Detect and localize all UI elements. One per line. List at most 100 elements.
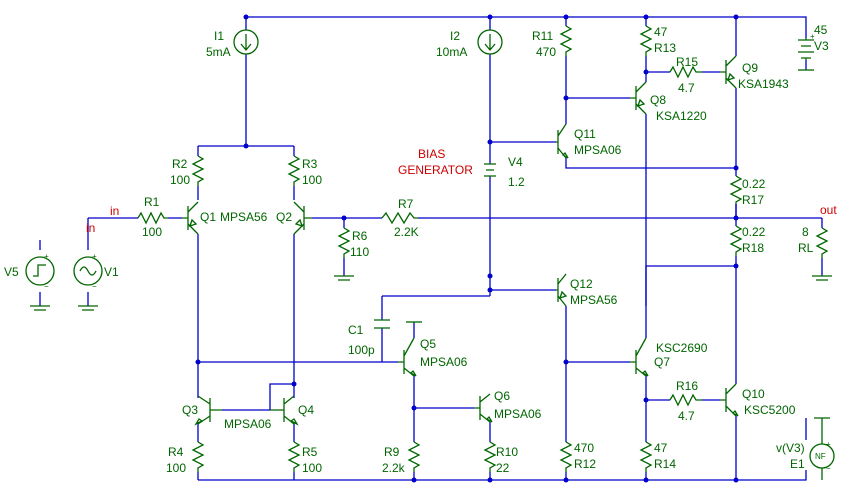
label-v3-name: V3 <box>814 39 829 53</box>
label-q3-name: Q3 <box>182 403 198 417</box>
transistor-q7 <box>630 337 649 377</box>
label-q7-model: KSC2690 <box>656 341 708 355</box>
label-r6-value: 110 <box>350 245 369 259</box>
label-r17-value: 0.22 <box>742 177 766 191</box>
label-e1-expression: v(V3) <box>776 441 805 455</box>
svg-text:−: − <box>44 282 49 291</box>
label-q11-model: MPSA06 <box>574 143 622 157</box>
label-in-top: in <box>110 204 119 218</box>
label-r18-value: 0.22 <box>742 225 766 239</box>
label-r3-name: R3 <box>302 157 318 171</box>
resistor-r1 <box>137 211 168 225</box>
label-r16-name: R16 <box>676 379 698 393</box>
label-q11-name: Q11 <box>574 127 596 141</box>
resistor-r4 <box>191 441 205 472</box>
label-q4-name: Q4 <box>298 403 314 417</box>
transistor-q6 <box>474 393 493 423</box>
label-e1-name: E1 <box>790 457 805 471</box>
resistor-r15 <box>669 65 702 79</box>
label-q2-name: Q2 <box>276 210 292 224</box>
label-q8-model: KSA1220 <box>656 109 707 123</box>
label-r6-name: R6 <box>352 229 368 243</box>
label-i1-value: 5mA <box>206 45 231 59</box>
label-c1-name: C1 <box>348 323 364 337</box>
transistor-q5 <box>398 337 417 377</box>
label-r7-value: 2.2K <box>394 225 419 239</box>
svg-text:−: − <box>92 282 97 291</box>
label-r15-value: 4.7 <box>678 81 695 95</box>
label-q5-name: Q5 <box>420 337 436 351</box>
label-q9-name: Q9 <box>742 61 758 75</box>
resistor-r2 <box>191 155 205 186</box>
label-v5-name: V5 <box>4 265 19 279</box>
label-r15-name: R15 <box>676 55 698 69</box>
label-rl-name: RL <box>798 241 814 255</box>
resistor-r6 <box>337 227 351 258</box>
capacitor-c1 <box>374 319 390 329</box>
label-in-mid: in <box>86 221 95 235</box>
ground-symbols <box>30 69 832 323</box>
label-q34-model: MPSA06 <box>224 417 272 431</box>
label-r2-value: 100 <box>170 173 190 187</box>
resistor-r10 <box>483 441 497 472</box>
transistor-q2 <box>293 201 312 235</box>
label-q1-model: MPSA56 <box>220 210 268 224</box>
label-i2-value: 10mA <box>436 45 467 59</box>
label-r9-value: 2.2k <box>382 461 406 475</box>
label-rl-value: 8 <box>802 225 809 239</box>
resistor-r3 <box>287 155 301 186</box>
transistor-q11 <box>556 123 569 159</box>
label-r5-name: R5 <box>302 445 318 459</box>
label-r18-name: R18 <box>742 241 764 255</box>
label-q10-name: Q10 <box>742 387 765 401</box>
transistor-q1 <box>182 201 199 235</box>
pulse-source-v5 <box>25 256 55 286</box>
label-q12-model: MPSA56 <box>570 293 618 307</box>
label-v4-value: 1.2 <box>508 175 525 189</box>
transistor-q9 <box>720 55 737 89</box>
label-r12-name: R12 <box>574 457 596 471</box>
label-r11-name: R11 <box>532 29 553 43</box>
svg-text:+: + <box>92 252 97 261</box>
wires <box>39 16 823 481</box>
resistor-r11 <box>559 25 573 56</box>
label-r4-value: 100 <box>166 461 186 475</box>
label-r11-value: 470 <box>536 45 556 59</box>
sine-source-v1 <box>73 256 103 286</box>
label-r12-value: 470 <box>574 441 594 455</box>
transistors <box>182 55 739 426</box>
resistor-r17 <box>729 175 743 204</box>
svg-text:−: − <box>826 464 831 473</box>
svg-text:+: + <box>810 32 815 41</box>
junctions <box>195 14 739 483</box>
label-r2-name: R2 <box>172 157 188 171</box>
label-r1-value: 100 <box>142 225 162 239</box>
label-q10-model: KSC5200 <box>744 403 796 417</box>
resistor-r18 <box>729 225 743 256</box>
label-v4-name: V4 <box>508 155 523 169</box>
resistor-r12 <box>559 441 573 472</box>
svg-text:+: + <box>44 252 49 261</box>
label-i2-name: I2 <box>450 29 460 43</box>
transistor-q8 <box>630 81 647 115</box>
label-q6-model: MPSA06 <box>494 407 542 421</box>
label-r10-name: R10 <box>496 445 518 459</box>
label-i1-name: I1 <box>214 29 224 43</box>
label-c1-value: 100p <box>348 343 375 357</box>
dependent-source-e1 <box>809 417 835 480</box>
label-r1-name: R1 <box>144 195 160 209</box>
component-labels: I1 5mA I2 10mA R11 470 47 R13 45 V3 R15 … <box>4 23 837 475</box>
resistors-vertical <box>191 25 829 472</box>
label-q5-model: MPSA06 <box>420 355 468 369</box>
label-q7-name: Q7 <box>654 355 670 369</box>
current-source-i2 <box>477 29 503 55</box>
label-q12-name: Q12 <box>570 277 593 291</box>
resistor-r9 <box>407 441 421 472</box>
label-r13-value: 47 <box>654 25 668 39</box>
label-v3-value: 45 <box>814 23 828 37</box>
label-out: out <box>820 203 837 217</box>
resistor-r7 <box>381 211 418 225</box>
resistor-r13 <box>639 25 653 56</box>
label-r10-value: 22 <box>496 461 510 475</box>
